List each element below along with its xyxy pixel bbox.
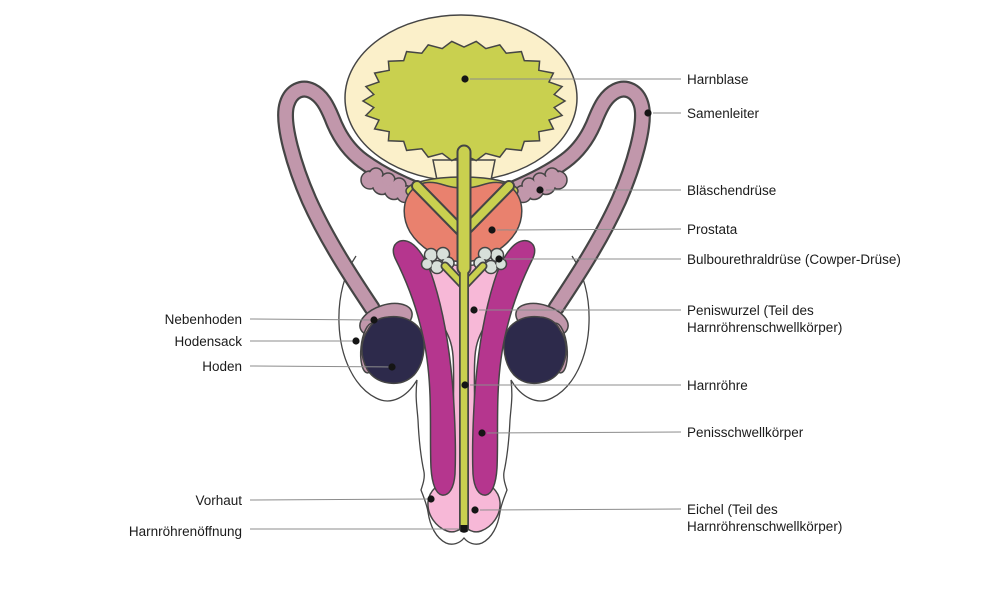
dot-hoden — [388, 363, 396, 371]
corpus-cavernosum — [392, 239, 536, 496]
label-hodensack: Hodensack — [174, 334, 242, 349]
leader-hoden — [249, 365, 393, 368]
vas-deferens-right — [506, 82, 649, 315]
dot-nebenhoden — [370, 316, 378, 324]
leader-lines — [249, 78, 682, 530]
label-vorhaut: Vorhaut — [195, 493, 242, 508]
label-bulbourethraldruese: Bulbourethraldrüse (Cowper-Drüse) — [687, 252, 901, 267]
label-nebenhoden: Nebenhoden — [164, 312, 242, 327]
dot-prostata — [488, 226, 496, 234]
skin-outline — [338, 255, 590, 545]
label-eichel: Eichel (Teil des Harnröhrenschwellkörper… — [687, 501, 842, 535]
bladder-inner-wall — [361, 40, 567, 162]
dot-harnroehre — [461, 381, 469, 389]
dot-harnblase — [461, 75, 469, 83]
label-samenleiter: Samenleiter — [687, 106, 760, 121]
dot-bulbourethraldruese — [495, 255, 503, 263]
label-peniswurzel-line1: Peniswurzel (Teil des — [687, 303, 814, 318]
label-harnroehrenoeffnung: Harnröhrenöffnung — [128, 524, 242, 539]
leader-penisschwellkoerper — [486, 431, 682, 434]
testis-left — [361, 315, 425, 385]
dot-hodensack — [352, 337, 360, 345]
testis-right — [503, 315, 567, 385]
leader-eichel — [479, 508, 682, 511]
label-harnroehre: Harnröhre — [687, 378, 748, 393]
dot-samenleiter — [644, 109, 652, 117]
label-eichel-line1: Eichel (Teil des — [687, 502, 778, 517]
testicles — [359, 302, 569, 385]
leader-nebenhoden — [249, 318, 375, 321]
leader-prostata — [496, 228, 682, 231]
urethral-opening-marker — [460, 525, 468, 532]
corpus-cavernosum-left — [392, 239, 457, 496]
seminal-vesicle-right — [515, 169, 566, 202]
vas-deferens-left — [279, 82, 422, 315]
label-blaeschendruese: Bläschendrüse — [687, 183, 777, 198]
label-penisschwellkoerper: Penisschwellkörper — [687, 425, 804, 440]
vas-deferens — [277, 80, 651, 317]
label-hoden: Hoden — [202, 359, 242, 374]
corpus-cavernosum-right — [471, 239, 536, 496]
dot-peniswurzel — [470, 306, 478, 314]
dot-eichel — [471, 506, 479, 514]
dot-penisschwellkoerper — [478, 429, 486, 437]
urethra — [440, 144, 488, 533]
seminal-vesicles — [360, 167, 568, 204]
bulbourethral-left — [422, 248, 453, 273]
dot-blaeschendruese — [536, 186, 544, 194]
label-peniswurzel-line2: Harnröhrenschwellkörper) — [687, 320, 843, 335]
label-eichel-line2: Harnröhrenschwellkörper) — [687, 519, 843, 534]
label-peniswurzel: Peniswurzel (Teil des Harnröhrenschwellk… — [687, 302, 842, 336]
dot-vorhaut — [427, 495, 435, 503]
marker-dots — [352, 75, 652, 514]
label-prostata: Prostata — [687, 222, 738, 237]
leader-vorhaut — [249, 498, 432, 501]
label-harnblase: Harnblase — [687, 72, 749, 87]
